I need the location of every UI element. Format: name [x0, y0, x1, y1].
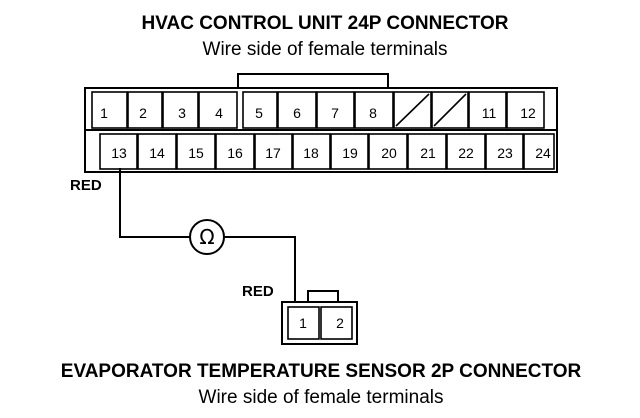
pin-cell-4 [198, 91, 238, 129]
pin-cell-13 [99, 133, 138, 170]
pin-cell-5 [242, 91, 278, 129]
pin-label: 20 [381, 145, 397, 161]
pin-cell-9 [393, 91, 432, 129]
hvac-24p-connector: 1 2 3 4 5 6 7 8 11 12 13 14 15 16 17 18 … [84, 73, 558, 173]
pin-label: 6 [293, 105, 301, 121]
pin-cell-17 [254, 133, 293, 170]
wire-color-label-bottom: RED [242, 283, 274, 300]
pin-label: 13 [111, 145, 127, 161]
sensor-pin-cell-2 [320, 306, 353, 340]
hvac-connector-subtitle: Wire side of female terminals [203, 39, 448, 60]
pin-cell-1 [91, 91, 128, 129]
pin-cell-3 [162, 91, 199, 129]
pin-label: 1 [100, 105, 108, 121]
pin-cell-10 [431, 91, 469, 129]
pin-label: 16 [227, 145, 243, 161]
pin-label: 19 [342, 145, 358, 161]
sensor-pin-cell-1 [287, 306, 320, 340]
pin-cell-9-blank-slash [395, 93, 430, 127]
pin-cell-7 [316, 91, 355, 129]
pin-cell-21 [407, 133, 447, 170]
pin-cell-23 [485, 133, 524, 170]
pin-label: 8 [369, 105, 377, 121]
pin-label: 18 [303, 145, 319, 161]
sensor-connector-housing [281, 301, 358, 345]
ohm-icon: Ω [199, 225, 214, 249]
pin-label: 12 [520, 105, 536, 121]
pin-label: 22 [458, 145, 474, 161]
pin-cell-10-blank-slash [433, 93, 467, 127]
pin-label: 17 [265, 145, 281, 161]
pin-label: 7 [331, 105, 339, 121]
pin-label: 14 [149, 145, 165, 161]
hvac-connector-title: HVAC CONTROL UNIT 24P CONNECTOR [141, 13, 508, 34]
pin-label: 21 [420, 145, 436, 161]
pin-label: 3 [178, 105, 186, 121]
sensor-connector-subtitle: Wire side of female terminals [199, 387, 444, 408]
pin-cell-12 [506, 91, 545, 129]
pin-cell-20 [368, 133, 408, 170]
test-lead-from-pin-13 [119, 168, 190, 238]
pin-cell-19 [330, 133, 369, 170]
pin-cell-11 [468, 91, 507, 129]
pin-label: 15 [188, 145, 204, 161]
pin-cell-18 [292, 133, 331, 170]
pin-cell-6 [277, 91, 317, 129]
sensor-connector-lock-tab [307, 290, 339, 303]
wire-color-label-top: RED [70, 177, 102, 194]
connector-row-bottom [99, 133, 555, 170]
pin-cell-22 [446, 133, 486, 170]
pin-cell-2 [127, 91, 163, 129]
pin-cell-14 [137, 133, 177, 170]
pin-cell-24 [523, 133, 555, 170]
sensor-connector-title: EVAPORATOR TEMPERATURE SENSOR 2P CONNECT… [61, 361, 582, 382]
pin-cell-16 [215, 133, 255, 170]
evaporator-sensor-2p-connector: 1 2 [281, 290, 358, 345]
test-lead-to-sensor-pin-1 [224, 236, 296, 302]
connector-row-top [91, 91, 545, 129]
pin-label: 24 [535, 145, 551, 161]
pin-label: 5 [255, 105, 263, 121]
pin-label: 4 [215, 105, 223, 121]
pin-label: 2 [336, 315, 344, 331]
pin-label: 23 [497, 145, 513, 161]
pin-label: 1 [299, 315, 307, 331]
pin-label: 2 [139, 105, 147, 121]
pin-label: 11 [482, 105, 497, 121]
pin-cell-15 [176, 133, 216, 170]
pin-cell-8 [354, 91, 394, 129]
connector-lock-tab [237, 73, 389, 89]
